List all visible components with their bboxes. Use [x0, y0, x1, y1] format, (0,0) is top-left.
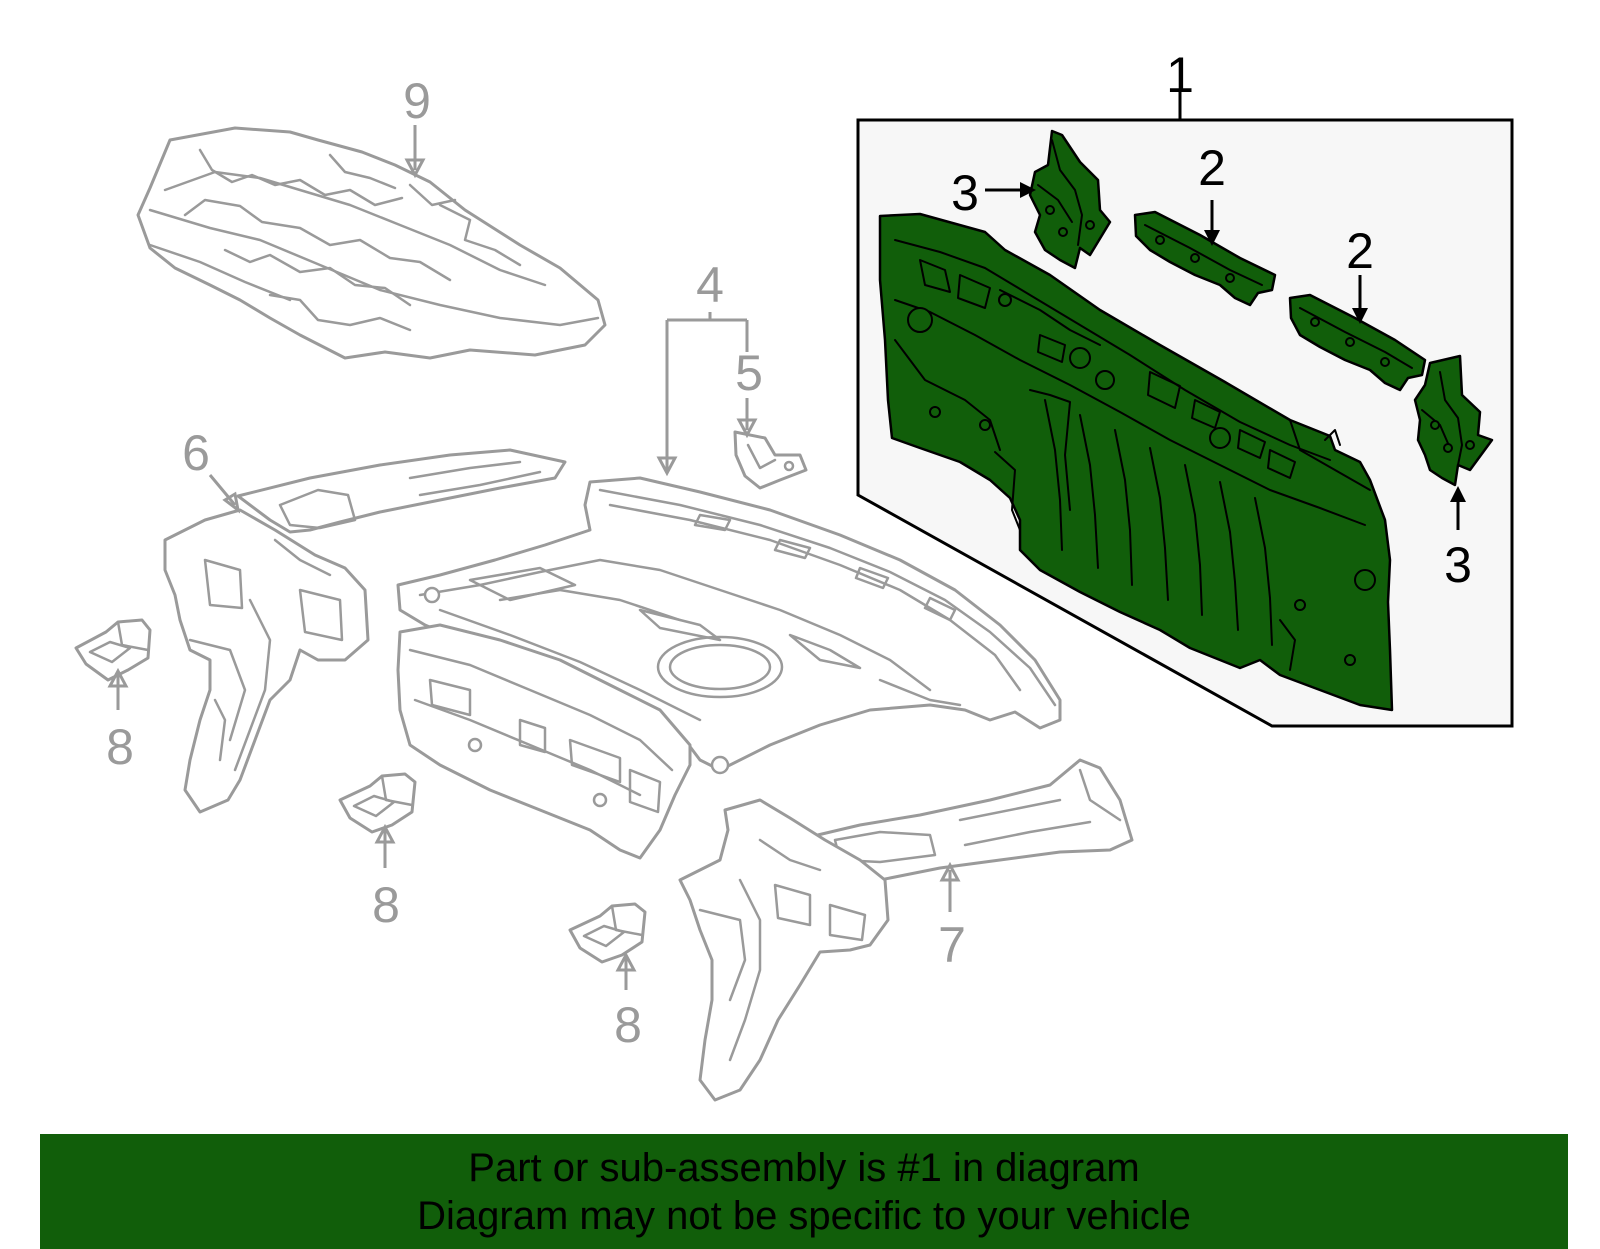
callout-numbers: 1 2 2 3 3 4 5 6 7 8 8 8 9	[106, 47, 1472, 1053]
info-banner: Part or sub-assembly is #1 in diagram Di…	[40, 1134, 1568, 1249]
part-6-left-side-member	[163, 448, 567, 814]
part-8-bracket-b	[338, 772, 417, 834]
part-2-bracket-b	[1288, 293, 1427, 392]
callout-8a: 8	[106, 719, 134, 775]
callout-5: 5	[735, 345, 763, 401]
part-8-bracket-c	[568, 902, 647, 964]
part-9-heat-shield	[136, 126, 607, 360]
part-3-bracket-b	[1413, 354, 1494, 487]
callout-9: 9	[403, 73, 431, 129]
part-5-bracket	[733, 430, 808, 490]
part-7-right-side-member	[678, 758, 1134, 1102]
part-4-rear-floor-pan	[396, 476, 1062, 860]
part-8-bracket-a	[74, 618, 152, 682]
part-2-bracket-a	[1133, 210, 1277, 307]
leader-lines	[107, 92, 1466, 990]
banner-line-1: Part or sub-assembly is #1 in diagram	[468, 1146, 1140, 1190]
callout-1: 1	[1166, 47, 1194, 103]
callout-8b: 8	[372, 877, 400, 933]
callout-8c: 8	[614, 997, 642, 1053]
callout-7: 7	[938, 917, 966, 973]
callout-4: 4	[696, 257, 724, 313]
part-1-rear-panel	[878, 212, 1394, 712]
banner-line-2: Diagram may not be specific to your vehi…	[417, 1194, 1191, 1238]
callout-3a: 3	[951, 165, 979, 221]
callout-3b: 3	[1444, 537, 1472, 593]
callout-2a: 2	[1198, 140, 1226, 196]
callout-2b: 2	[1346, 223, 1374, 279]
part-3-bracket-a	[1028, 129, 1112, 270]
callout-6: 6	[182, 425, 210, 481]
